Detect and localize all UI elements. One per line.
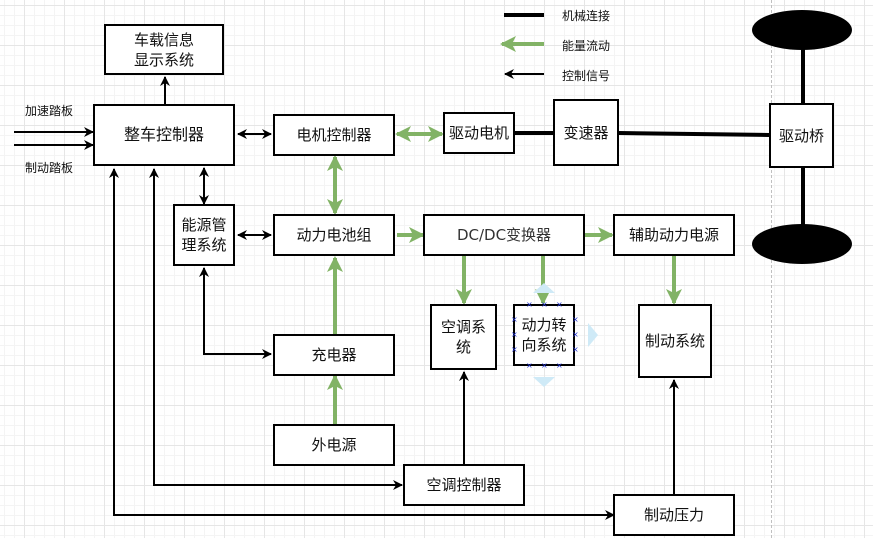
brake-pedal-label: 制动踏板 xyxy=(25,161,74,175)
aux-power-label: 辅助动力电源 xyxy=(628,226,719,244)
connect-hint-arrow-up[interactable] xyxy=(533,283,555,293)
bms-line-1: 能源管 xyxy=(181,216,227,234)
selection-handle[interactable]: × xyxy=(511,315,518,324)
ac-controller-block[interactable]: 空调控制器 xyxy=(403,464,525,506)
ac-system-line-2: 统 xyxy=(455,338,471,356)
ac-system-block[interactable]: 空调系统 xyxy=(430,304,497,370)
brake-pressure-block[interactable]: 制动压力 xyxy=(613,494,735,536)
upper-wheel xyxy=(752,10,852,50)
selection-handle[interactable]: × xyxy=(556,361,563,370)
display-system-block[interactable]: 车载信息显示系统 xyxy=(104,24,224,75)
motor-controller-block[interactable]: 电机控制器 xyxy=(273,114,395,156)
connect-hint-arrow-down[interactable] xyxy=(533,377,555,387)
transmission-label: 变速器 xyxy=(563,123,609,142)
drive-motor-label: 驱动电机 xyxy=(448,124,509,142)
power-steering-block[interactable]: 动力转向系统 xyxy=(513,304,575,366)
drive-axle-block[interactable]: 驱动桥 xyxy=(769,103,834,168)
brake-pressure-label: 制动压力 xyxy=(643,506,704,524)
connect-hint-arrow-right[interactable] xyxy=(588,323,598,347)
selection-handle[interactable]: × xyxy=(572,345,579,354)
ac-controller-label: 空调控制器 xyxy=(426,476,502,494)
selection-handle[interactable]: × xyxy=(526,361,533,370)
external-power-label: 外电源 xyxy=(311,436,357,454)
power-steering-line-1: 动力转 xyxy=(521,316,567,334)
charger-label: 充电器 xyxy=(311,346,357,364)
bms-line-2: 理系统 xyxy=(181,236,227,254)
selection-handle[interactable]: × xyxy=(556,300,563,309)
selection-handle[interactable]: × xyxy=(572,330,579,339)
brake-system-block[interactable]: 制动系统 xyxy=(638,304,712,378)
battery-pack-block[interactable]: 动力电池组 xyxy=(273,214,395,256)
vehicle-control-unit-block[interactable]: 整车控制器 xyxy=(93,104,235,166)
bms-charger-link xyxy=(199,267,272,359)
drive-axle-label: 驱动桥 xyxy=(778,126,824,145)
power-steering-line-2: 向系统 xyxy=(521,336,567,354)
selection-handle[interactable]: × xyxy=(541,300,548,309)
motor-controller-label: 电机控制器 xyxy=(296,126,372,144)
accelerator-pedal-label: 加速踏板 xyxy=(25,104,74,118)
display-line-2: 显示系统 xyxy=(133,50,194,69)
transmission-axle-mechanical xyxy=(618,131,770,137)
display-line-1: 车载信息 xyxy=(133,30,194,49)
brake-pressure-feedback xyxy=(109,168,615,516)
selection-handle[interactable]: × xyxy=(511,345,518,354)
drive-motor-block[interactable]: 驱动电机 xyxy=(443,112,515,154)
external-power-block[interactable]: 外电源 xyxy=(273,424,395,466)
ac-system-line-1: 空调系 xyxy=(440,318,486,336)
selection-handle[interactable]: × xyxy=(572,315,579,324)
dcdc-converter-block[interactable]: DC/DC变换器 xyxy=(423,214,585,256)
aux-power-block[interactable]: 辅助动力电源 xyxy=(613,214,735,256)
brake-system-label: 制动系统 xyxy=(644,332,705,350)
transmission-block[interactable]: 变速器 xyxy=(553,99,619,166)
bms-block[interactable]: 能源管理系统 xyxy=(173,204,235,266)
battery-pack-label: 动力电池组 xyxy=(296,226,372,244)
lower-wheel xyxy=(752,224,852,264)
legend-mechanical-label: 机械连接 xyxy=(562,9,611,23)
dcdc-label: DC/DC变换器 xyxy=(456,226,552,244)
legend-energy-label: 能量流动 xyxy=(562,39,611,53)
vcu-label: 整车控制器 xyxy=(123,125,204,144)
page-boundary-line xyxy=(771,0,772,538)
legend-control-label: 控制信号 xyxy=(562,69,611,83)
selection-handle[interactable]: × xyxy=(526,300,533,309)
ac-controller-feedback xyxy=(149,168,400,486)
selection-handle[interactable]: × xyxy=(511,330,518,339)
selection-handle[interactable]: × xyxy=(541,361,548,370)
charger-block[interactable]: 充电器 xyxy=(273,334,395,376)
